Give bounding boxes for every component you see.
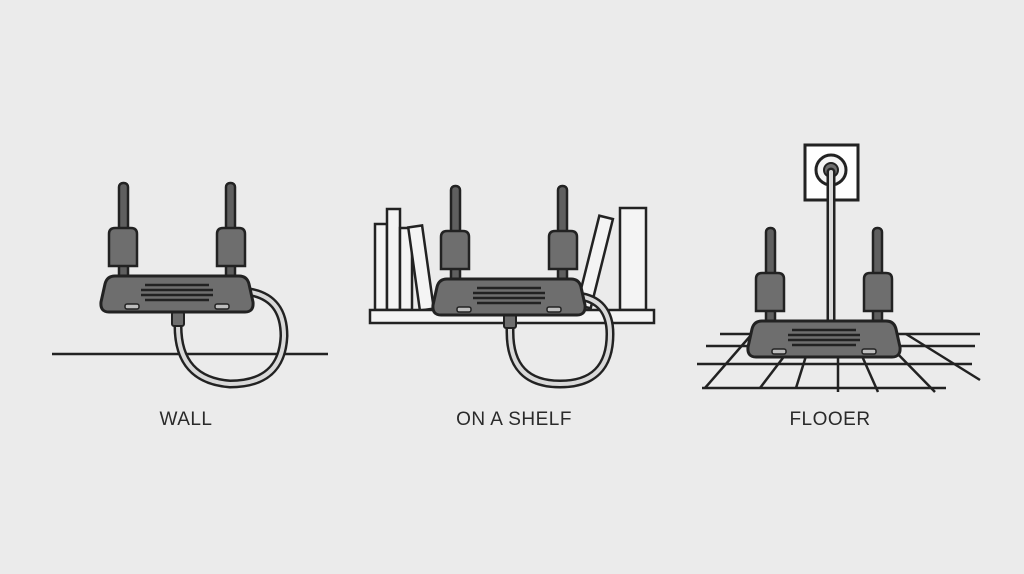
wall-label: WALL [159, 409, 213, 430]
wall-panel [52, 181, 328, 389]
shelf-label: ON A SHELF [456, 409, 572, 430]
floor-label: FLOOER [789, 409, 871, 430]
wall-router-icon [99, 181, 255, 314]
books-icon [373, 206, 648, 312]
shelf-panel [368, 184, 656, 389]
shelf-cable-icon [503, 291, 615, 389]
shelf-router-icon [431, 184, 587, 317]
floor-panel [697, 143, 981, 393]
floor-router-icon [746, 226, 902, 359]
